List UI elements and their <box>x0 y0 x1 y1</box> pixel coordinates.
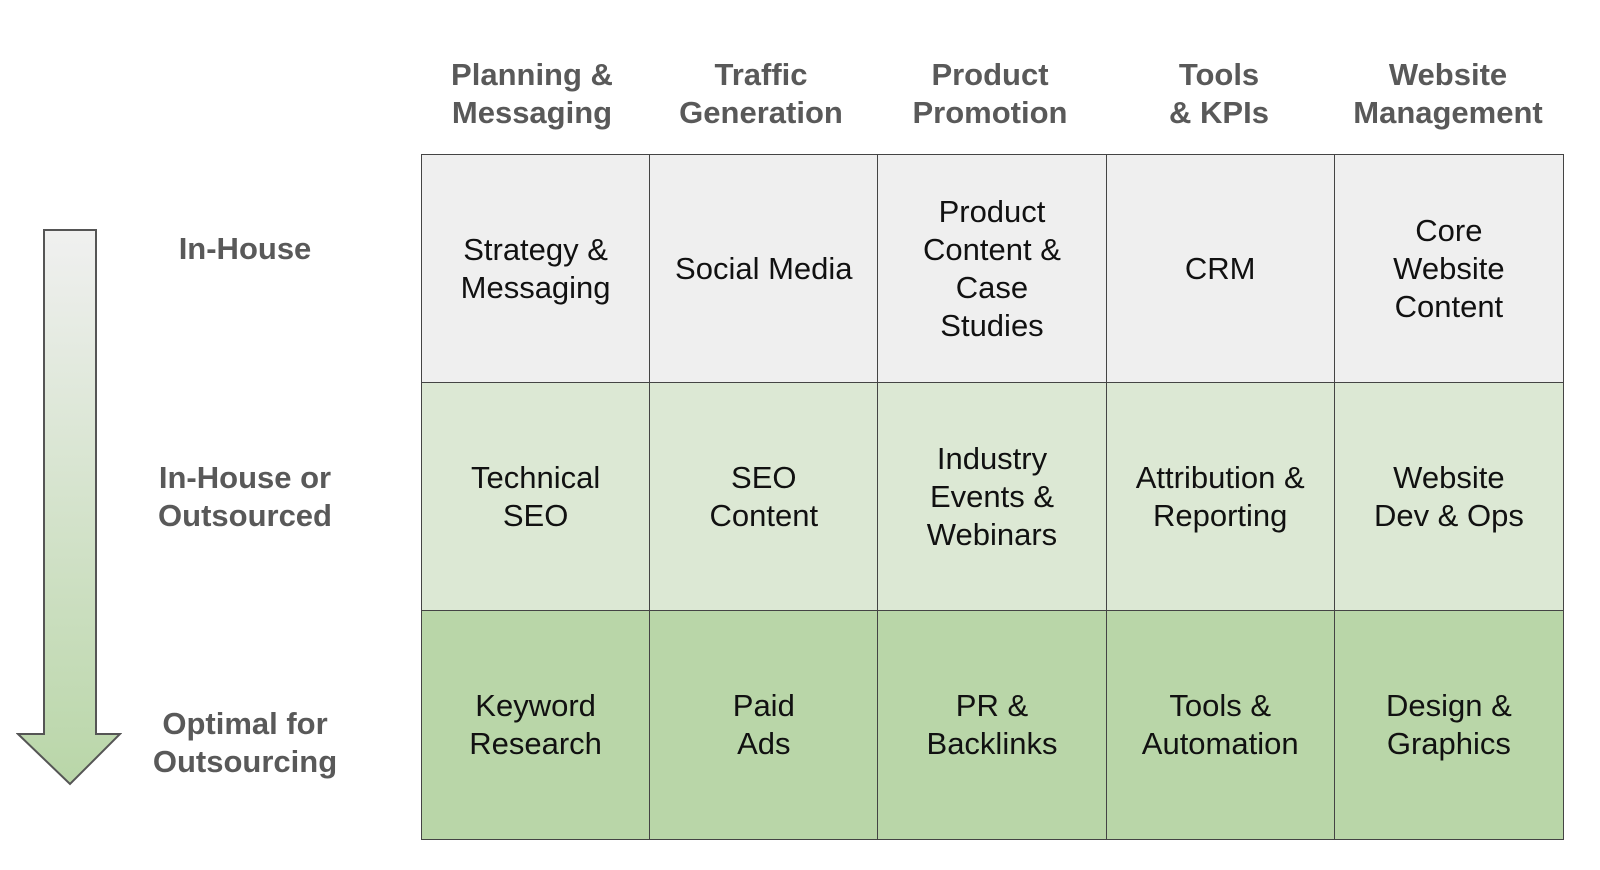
cell-core-website-content: Core Website Content <box>1334 155 1563 383</box>
cell-keyword-research: Keyword Research <box>422 611 651 839</box>
cell-paid-ads: Paid Ads <box>650 611 879 839</box>
cell-industry-events-webinars: Industry Events & Webinars <box>878 383 1107 611</box>
cell-seo-content: SEO Content <box>650 383 879 611</box>
cell-strategy-messaging: Strategy & Messaging <box>422 155 651 383</box>
down-arrow-icon <box>16 229 122 786</box>
column-header-planning-messaging: Planning & Messaging <box>451 57 613 130</box>
column-header-website-management: Website Management <box>1353 57 1543 130</box>
column-header-traffic-generation: Traffic Generation <box>679 57 843 130</box>
cell-design-graphics: Design & Graphics <box>1334 611 1563 839</box>
cell-tools-automation: Tools & Automation <box>1106 611 1335 839</box>
cell-crm: CRM <box>1106 155 1335 383</box>
cell-product-content-case-studies: Product Content & Case Studies <box>878 155 1107 383</box>
column-header-tools-kpis: Tools & KPIs <box>1169 57 1269 130</box>
row-label-in-house: In-House <box>178 231 312 266</box>
cell-attribution-reporting: Attribution & Reporting <box>1106 383 1335 611</box>
cell-pr-backlinks: PR & Backlinks <box>878 611 1107 839</box>
outsourcing-matrix: Strategy & Messaging Social Media Produc… <box>421 154 1564 840</box>
cell-technical-seo: Technical SEO <box>422 383 651 611</box>
column-header-product-promotion: Product Promotion <box>912 57 1068 130</box>
row-label-in-house-or-outsourced: In-House or Outsourced <box>158 460 332 533</box>
cell-website-dev-ops: Website Dev & Ops <box>1334 383 1563 611</box>
cell-social-media: Social Media <box>650 155 879 383</box>
row-label-optimal-for-outsourcing: Optimal for Outsourcing <box>152 706 338 779</box>
